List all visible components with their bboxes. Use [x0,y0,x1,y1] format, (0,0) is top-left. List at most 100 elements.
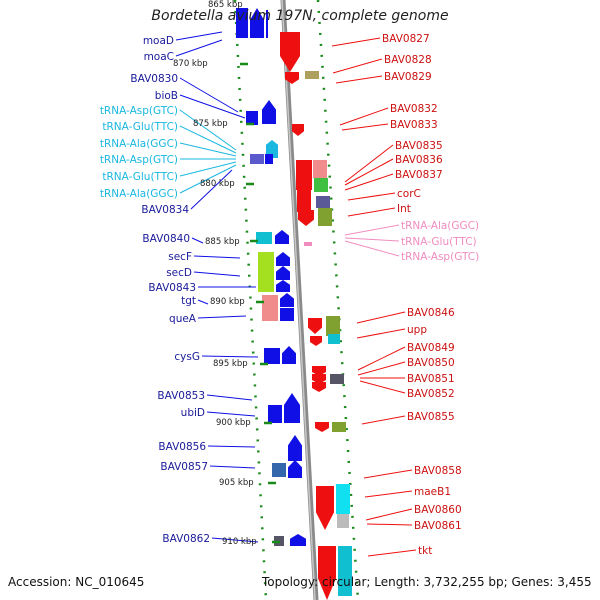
gene-arrow-forward [288,435,302,461]
scale-tick-label: 890 kbp [210,297,245,307]
gene-arrow-reverse [318,546,336,600]
gene-label-right: BAV0828 [384,54,432,66]
gene-label-right: BAV0833 [390,119,438,131]
callout-right [363,469,413,479]
gene-label-right: BAV0829 [384,71,432,83]
callout-right [339,107,389,126]
callout-right [366,523,413,526]
right-dotted-guide [316,0,360,600]
gene-arrow-forward [266,140,278,152]
gene-arrow-forward [288,460,302,478]
gene-label-left: moaD [143,35,174,47]
callout-left [179,77,239,113]
gene-block [236,8,248,38]
gene-label-left: tgt [181,295,196,307]
gene-arrow-reverse [312,374,326,384]
callout-right [361,415,406,425]
gene-label-left: tRNA-Ala(GGC) [100,138,178,150]
gene-label-right: BAV0852 [407,388,455,400]
gene-block [256,232,272,244]
callout-right [335,75,383,84]
gene-block [337,514,349,528]
scale-tick-label: 870 kbp [173,59,208,69]
gene-label-right: BAV0836 [395,154,443,166]
gene-arrow-reverse [310,336,322,346]
callout-left [179,142,237,157]
callout-right [332,58,383,74]
callout-right [365,508,413,521]
gene-label-right: BAV0827 [382,33,430,45]
right-gene-labels: BAV0827BAV0828BAV0829BAV0832BAV0833BAV08… [382,33,479,557]
gene-label-left: BAV0834 [141,204,189,216]
gene-label-left: secD [166,267,192,279]
accession-text: Accession: NC_010645 [8,575,145,589]
callout-left [175,39,223,57]
callout-left [206,411,256,417]
callout-right [356,328,406,339]
gene-label-left: BAV0857 [160,461,208,473]
callout-left [179,109,237,151]
gene-arrow-reverse [312,366,326,376]
gene-label-left: queA [169,313,197,325]
callout-right [344,240,400,257]
callout-right [357,361,406,376]
gene-label-left: BAV0856 [158,441,206,453]
callout-left [193,255,241,259]
scale-tick-label: 905 kbp [219,478,254,488]
callout-left [179,94,246,119]
callout-left [179,161,237,177]
callout-right [344,237,400,242]
gene-arrow-forward [276,266,290,280]
page-title: Bordetella avium 197N, complete genome [151,8,449,24]
genome-backbone-highlight [281,0,316,600]
gene-label-left: tRNA-Ala(GGC) [100,188,178,200]
callout-right [344,173,394,191]
gene-arrow-forward [280,293,294,307]
gene-block [304,242,312,246]
scale-tick-label: 910 kbp [222,537,257,547]
gene-label-right: BAV0850 [407,357,455,369]
gene-label-left: moaC [144,51,174,63]
gene-arrow-forward [250,8,264,38]
callout-right [344,158,394,186]
gene-block [262,295,278,321]
gene-block [280,308,294,321]
gene-label-left: BAV0843 [148,282,196,294]
gene-block [330,374,344,384]
callout-left [206,394,253,401]
gene-label-right: BAV0837 [395,169,443,181]
gene-block [268,405,282,423]
gene-label-right: BAV0855 [407,411,455,423]
gene-arrow-reverse [280,32,300,72]
gene-label-left: tRNA-Asp(GTC) [100,154,178,166]
gene-block [332,422,346,432]
gene-block [272,463,286,477]
gene-label-left: BAV0862 [162,533,210,545]
callout-right [359,380,406,394]
callout-left [179,164,237,194]
gene-arrow-forward [276,252,290,266]
gene-arrow-reverse [312,382,326,392]
gene-block [326,316,340,336]
gene-label-left: tRNA-Glu(TTC) [102,121,178,133]
gene-arrow-forward [284,393,300,423]
gene-label-right: BAV0861 [414,520,462,532]
gene-arrow-forward [282,346,296,364]
gene-block [336,484,350,514]
gene-label-left: BAV0840 [142,233,190,245]
callout-right [347,192,396,201]
gene-features [236,8,352,600]
gene-block [314,178,328,192]
genome-backbone [280,0,319,600]
gene-label-left: tRNA-Asp(GTC) [100,105,178,117]
gene-block [297,190,311,212]
gene-label-right: BAV0860 [414,504,462,516]
gene-block [258,252,274,292]
scale-tick-label: 880 kbp [200,179,235,189]
gene-arrow-forward [275,230,289,244]
gene-label-left: ubiD [181,407,205,419]
gene-label-right: BAV0846 [407,307,455,319]
gene-label-right: tRNA-Ala(GGC) [401,220,479,232]
